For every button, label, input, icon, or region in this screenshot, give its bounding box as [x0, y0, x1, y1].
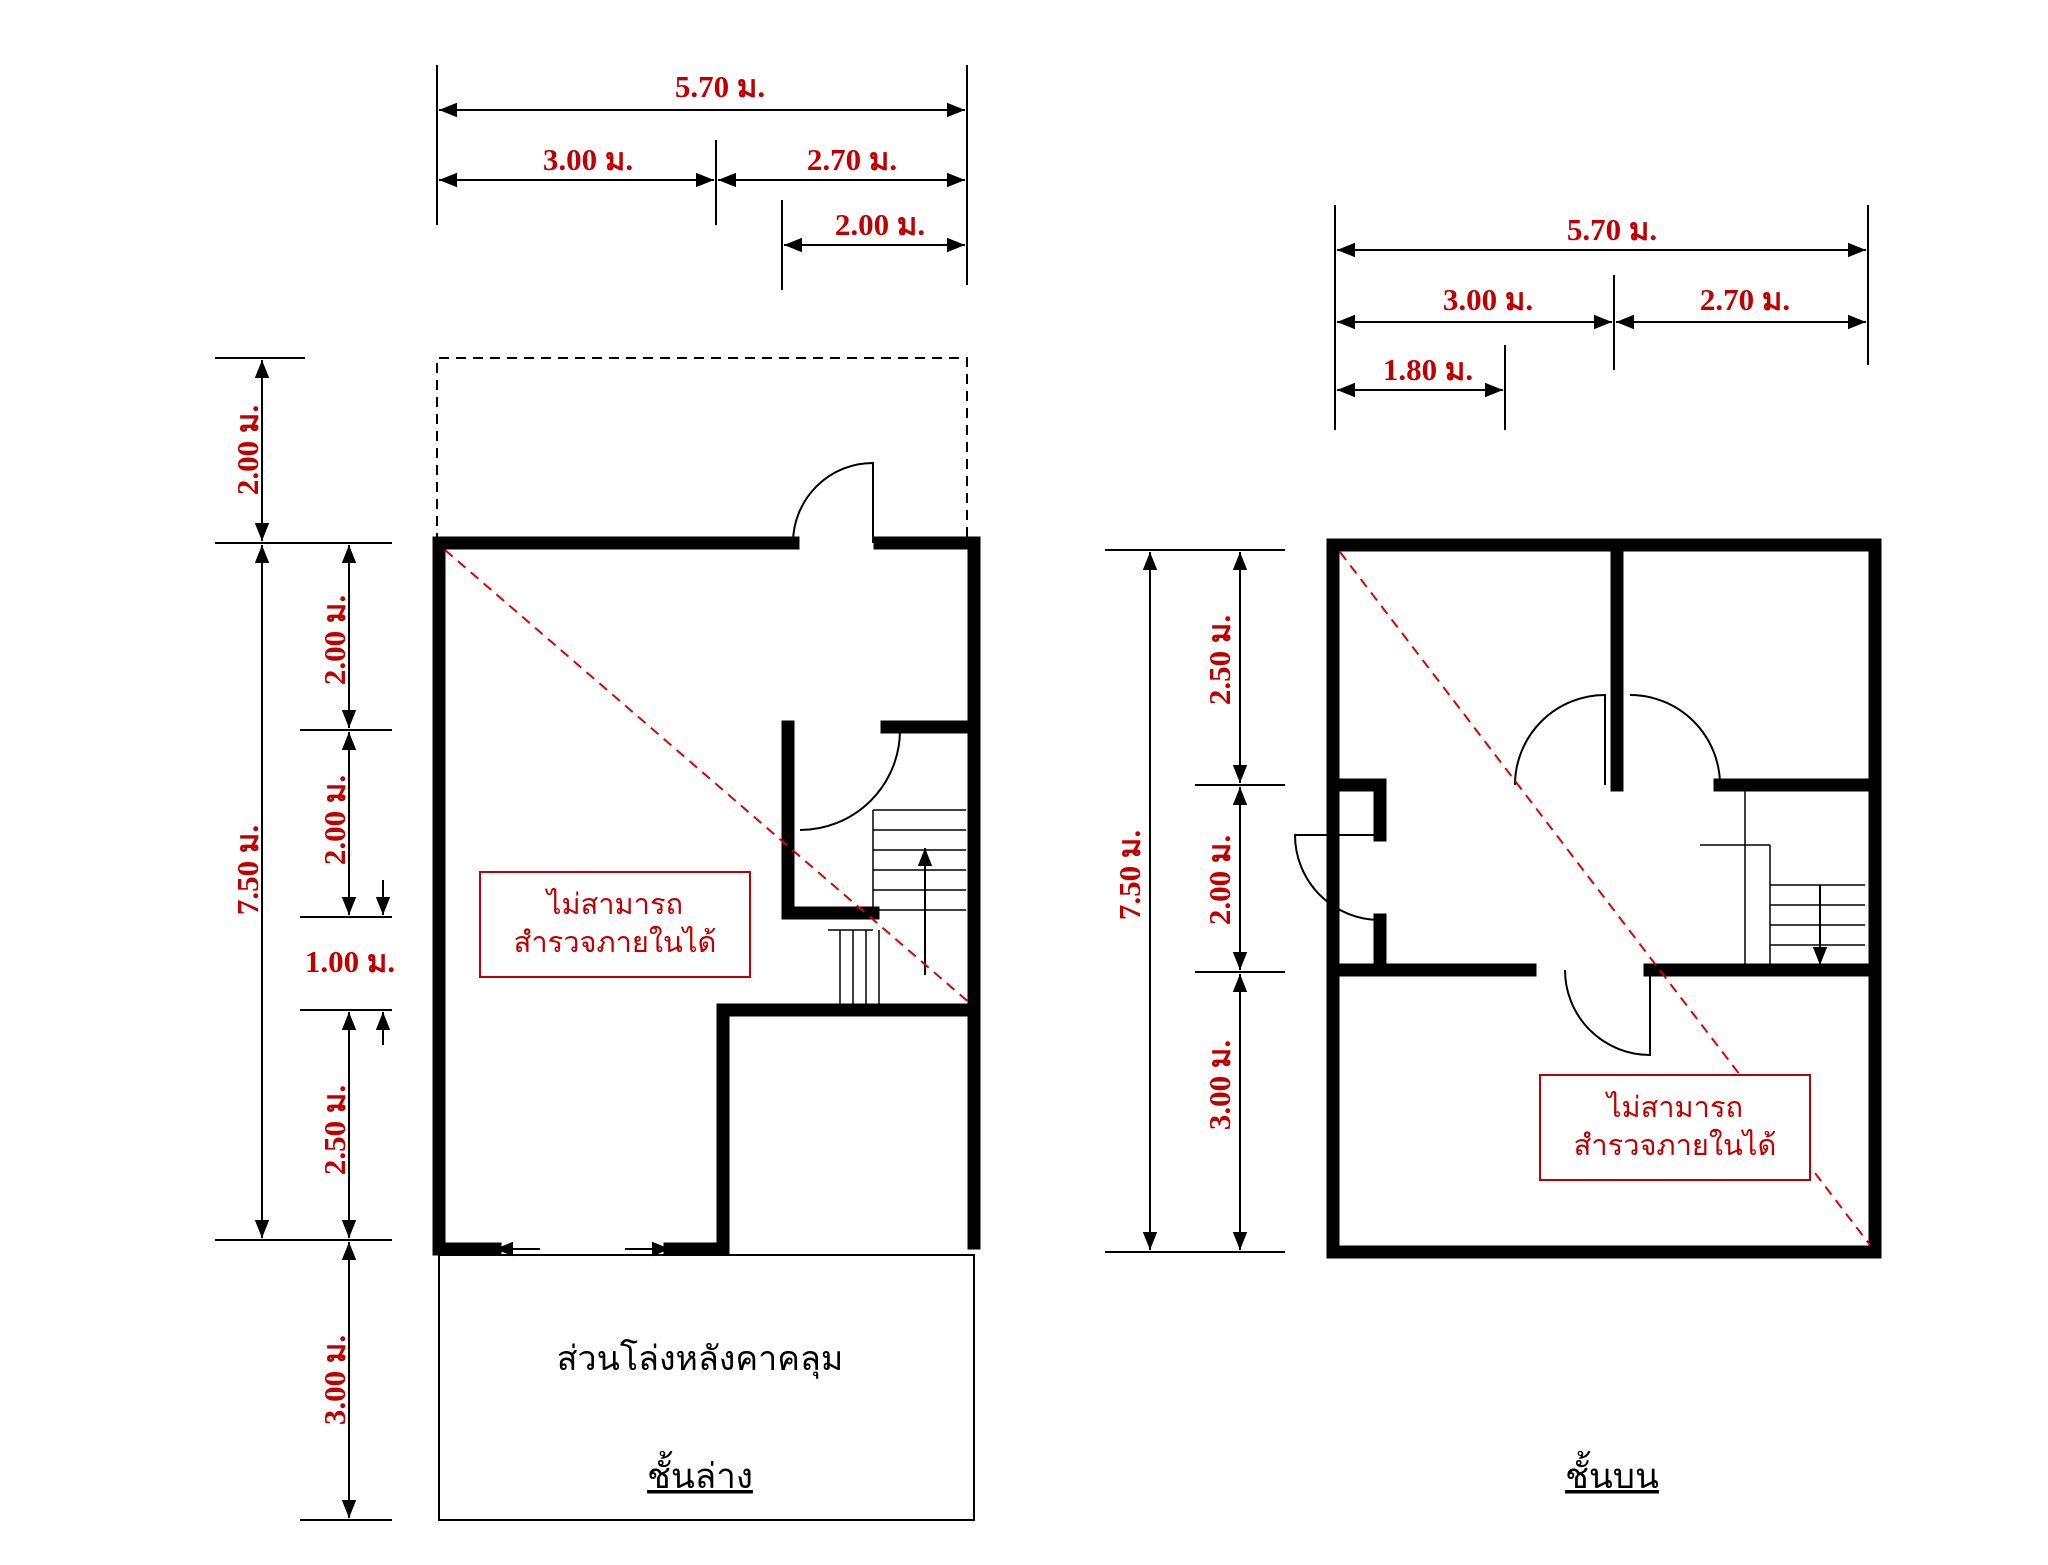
- upper-walls: [1326, 538, 1882, 1259]
- upper-note-line1: ไม่สามารถ: [1605, 1090, 1743, 1124]
- lower-floor-caption: ชั้นล่าง: [647, 1450, 753, 1497]
- dim-total-depth: 7.50 ม.: [230, 825, 265, 915]
- dim-top-right: 2.70 ม.: [807, 142, 897, 177]
- upper-door-left: [1514, 693, 1606, 786]
- dim-seg2: 2.00 ม.: [317, 775, 352, 865]
- upper-dim-top-small: 1.80 ม.: [1383, 352, 1473, 387]
- dim-top-left: 3.00 ม.: [543, 142, 633, 177]
- covered-area-outline: [438, 1254, 975, 1521]
- upper-note-box: [1539, 1074, 1811, 1181]
- upper-floor-caption: ชั้นบน: [1565, 1450, 1659, 1497]
- upper-hatch-diagonal: [1339, 551, 1871, 1246]
- upper-dim-top-left: 3.00 ม.: [1443, 282, 1533, 317]
- upper-dim-seg3: 3.00 ม.: [1202, 1040, 1237, 1130]
- dim-rear-area: 3.00 ม.: [317, 1335, 352, 1425]
- lower-note-line1: ไม่สามารถ: [545, 887, 683, 921]
- upper-dim-seg2: 2.00 ม.: [1202, 835, 1237, 925]
- upper-note-line2: สำรวจภายในได้: [1574, 1128, 1777, 1162]
- dim-top-door: 2.00 ม.: [835, 207, 925, 242]
- upper-floor-plan: 5.70 ม. 3.00 ม. 2.70 ม. 1.80 ม. 7.50 ม. …: [1105, 205, 1882, 1497]
- lower-note-line2: สำรวจภายในได้: [514, 925, 717, 959]
- covered-area-label: ส่วนโล่งหลังคาคลุม: [557, 1339, 843, 1379]
- front-extension-outline: [436, 357, 968, 543]
- upper-dim-top-total: 5.70 ม.: [1567, 212, 1657, 247]
- dim-seg3: 1.00 ม.: [305, 944, 395, 979]
- lower-walls: [432, 536, 981, 1256]
- upper-door-right: [1629, 694, 1721, 786]
- upper-dim-seg1: 2.50 ม.: [1202, 615, 1237, 705]
- upper-dim-top-right: 2.70 ม.: [1700, 282, 1790, 317]
- lower-stair: [828, 809, 966, 1005]
- lower-floor-plan: 5.70 ม. 3.00 ม. 2.70 ม. 2.00 ม. 2.00 ม. …: [215, 65, 981, 1521]
- upper-stair: [1700, 790, 1865, 965]
- upper-door-bottom: [1564, 969, 1651, 1057]
- upper-door-side: [1293, 834, 1381, 921]
- dim-seg4: 2.50 ม.: [317, 1085, 352, 1175]
- dim-seg1: 2.00 ม.: [317, 595, 352, 685]
- lower-hatch-diagonal: [444, 549, 973, 1006]
- dim-top-total: 5.70 ม.: [675, 69, 765, 104]
- front-door-swing: [792, 461, 874, 544]
- lower-note-box: [479, 871, 751, 978]
- upper-dim-total-depth: 7.50 ม.: [1112, 830, 1147, 920]
- dim-front-extension: 2.00 ม.: [230, 405, 265, 495]
- inner-door-swing: [799, 729, 901, 831]
